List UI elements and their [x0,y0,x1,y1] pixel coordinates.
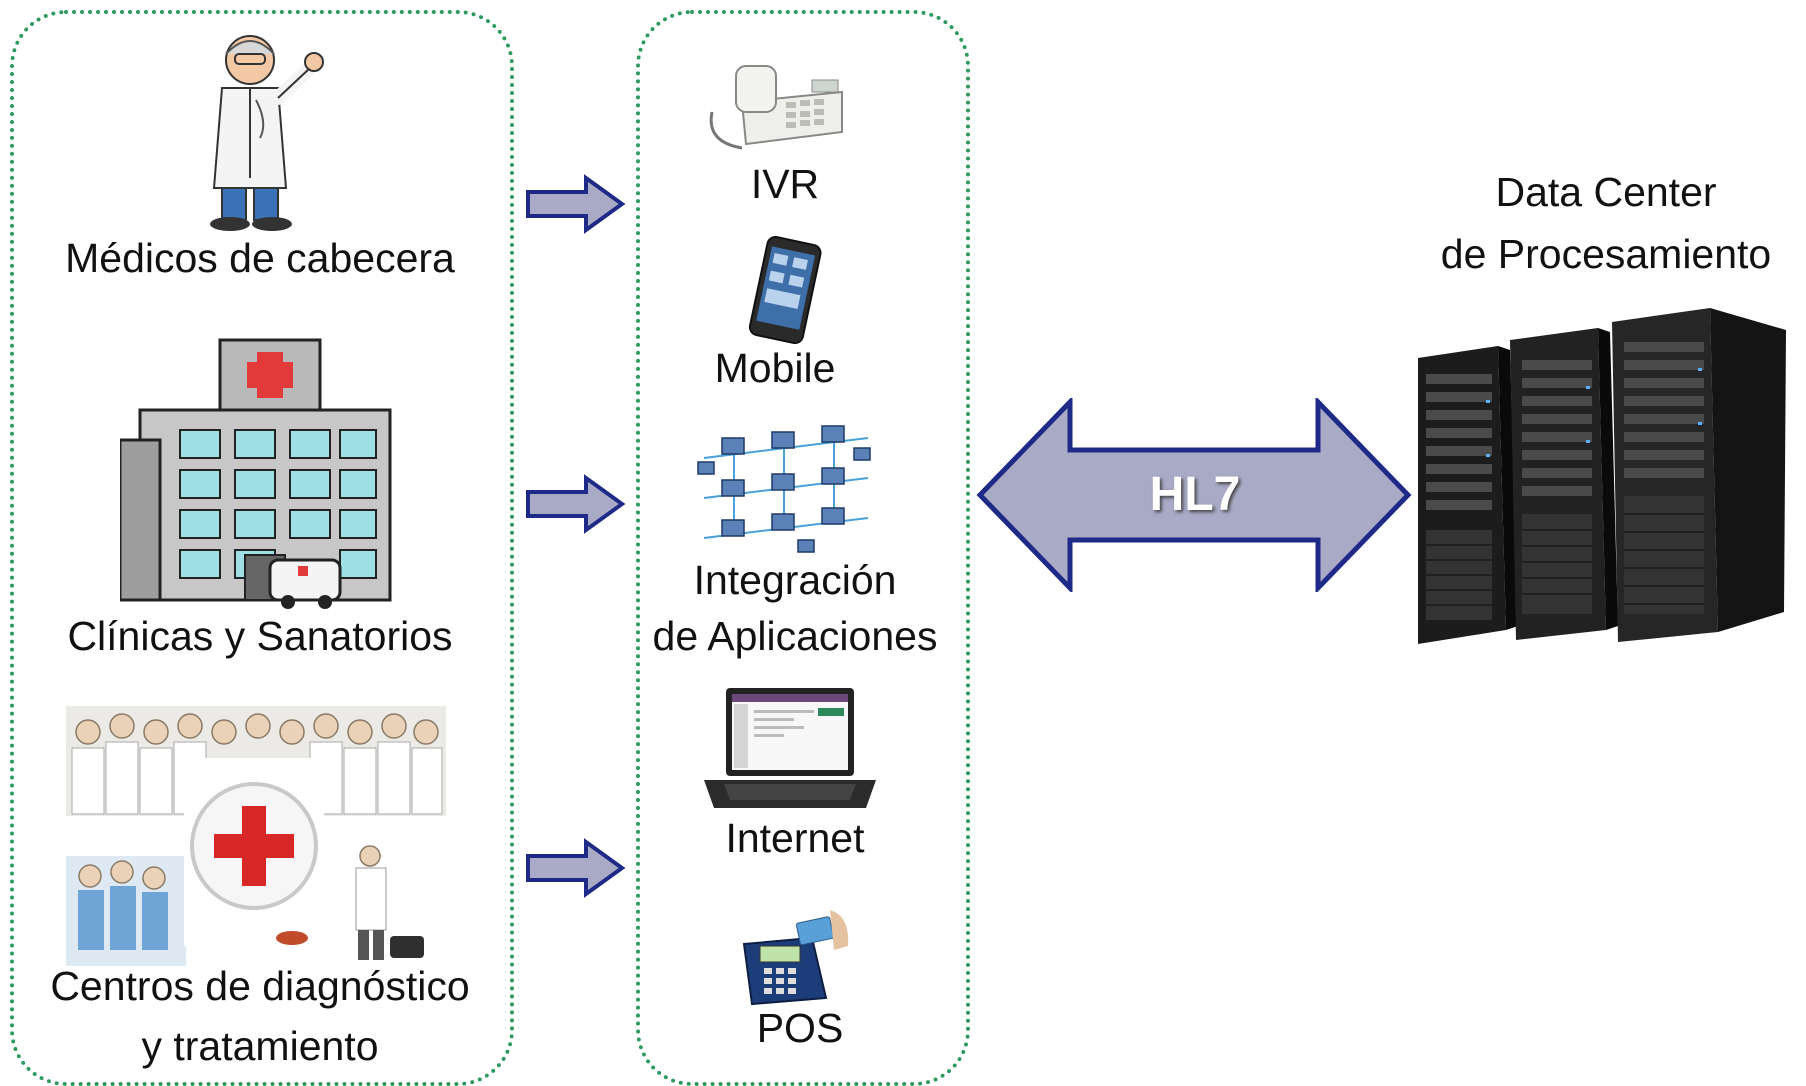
datacenter-label-line2: de Procesamiento [1440,231,1772,277]
channel-label-internet: Internet [725,815,865,861]
arrow-right-3 [526,838,626,898]
hl7-bidirectional-arrow [976,398,1412,592]
channel-label-integration-line1: Integración [693,557,897,603]
source-label-gp: Médicos de cabecera [65,235,455,281]
protocol-label: HL7 [1149,468,1241,521]
datacenter-label-line1: Data Center [1495,169,1717,215]
channels-group [636,10,970,1086]
channel-label-pos: POS [756,1005,844,1051]
laptop-icon [704,688,876,808]
arrow-right-2 [526,474,626,534]
arrow-right-1 [526,174,626,234]
hospital-icon [120,338,392,609]
sources-group [10,10,514,1086]
source-label-clinics: Clínicas y Sanatorios [67,613,453,659]
pos-terminal-icon [742,910,849,1006]
medical-staff-icon [66,706,446,966]
network-icon [697,425,871,553]
smartphone-icon [748,236,822,345]
server-rack-icon [1418,308,1786,644]
source-label-centers-line1: Centros de diagnóstico [50,963,470,1009]
source-label-centers-line2: y tratamiento [141,1023,379,1069]
channel-label-mobile: Mobile [714,345,836,391]
channel-label-ivr: IVR [750,161,820,207]
channel-label-integration-line2: de Aplicaciones [652,613,938,659]
doctor-icon [210,35,324,231]
telephone-icon [709,65,843,150]
